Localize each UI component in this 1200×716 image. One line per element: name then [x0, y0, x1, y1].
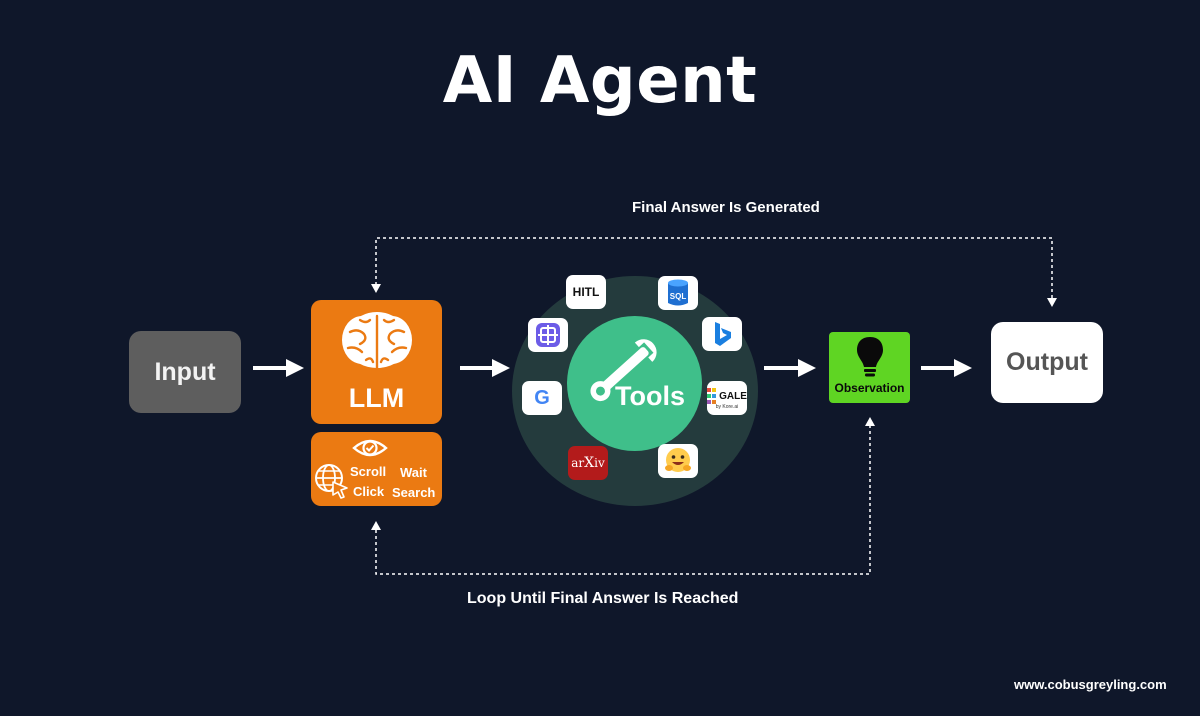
tools-label: Tools — [615, 381, 685, 411]
globe-cursor-icon — [315, 464, 348, 499]
lightbulb-icon — [857, 337, 883, 377]
observation-box: Observation — [829, 332, 910, 403]
tool-gale-label: GALE — [719, 390, 747, 402]
brain-icon — [342, 312, 412, 370]
purple-app-icon — [536, 323, 560, 347]
flow-arrow-tools-observation — [764, 359, 816, 377]
tool-huggingface — [658, 444, 698, 478]
diagram-title: AI Agent — [442, 44, 758, 118]
observation-label: Observation — [834, 381, 905, 395]
flow-arrow-llm-tools — [460, 359, 510, 377]
tool-bing — [702, 317, 742, 351]
tool-app-logo — [528, 318, 568, 352]
tool-sql: SQL — [658, 276, 698, 310]
gale-dots-icon — [707, 388, 717, 404]
tool-arxiv: arXiv — [568, 446, 608, 480]
flow-arrow-input-llm — [253, 359, 304, 377]
input-label: Input — [154, 357, 216, 386]
flow-arrow-observation-output — [921, 359, 972, 377]
wrench-icon — [590, 339, 657, 402]
eye-check-icon — [352, 439, 388, 457]
llm-actions-box: Scroll Wait Click Search — [311, 432, 442, 506]
llm-box: LLM — [311, 300, 442, 424]
google-icon: G — [534, 386, 550, 409]
loop-bottom-label: Loop Until Final Answer Is Reached — [467, 590, 739, 607]
action-wait: Wait — [400, 465, 427, 480]
loop-top-label: Final Answer Is Generated — [632, 199, 820, 216]
bing-icon — [715, 322, 731, 346]
dotted-loop-bottom — [371, 417, 875, 575]
input-box: Input — [129, 331, 241, 413]
tool-gale: GALE by Kore.ai — [707, 381, 747, 415]
action-scroll: Scroll — [350, 464, 387, 479]
tool-google: G — [522, 381, 562, 415]
dotted-loop-top — [371, 237, 1057, 307]
llm-label: LLM — [348, 383, 405, 413]
tool-hitl: HITL — [566, 275, 606, 309]
tool-hitl-label: HITL — [572, 285, 600, 299]
arxiv-logo: arXiv — [571, 455, 605, 471]
hugging-face-icon — [665, 448, 691, 472]
tools-inner-circle — [567, 316, 702, 451]
tool-gale-sub: by Kore.ai — [715, 404, 739, 410]
website-credit: www.cobusgreyling.com — [1014, 677, 1167, 692]
tool-sql-label: SQL — [670, 292, 687, 301]
action-search: Search — [392, 485, 436, 500]
sql-database-icon: SQL — [668, 279, 688, 306]
output-label: Output — [1006, 348, 1088, 376]
output-box: Output — [991, 322, 1103, 403]
action-click: Click — [353, 484, 385, 499]
